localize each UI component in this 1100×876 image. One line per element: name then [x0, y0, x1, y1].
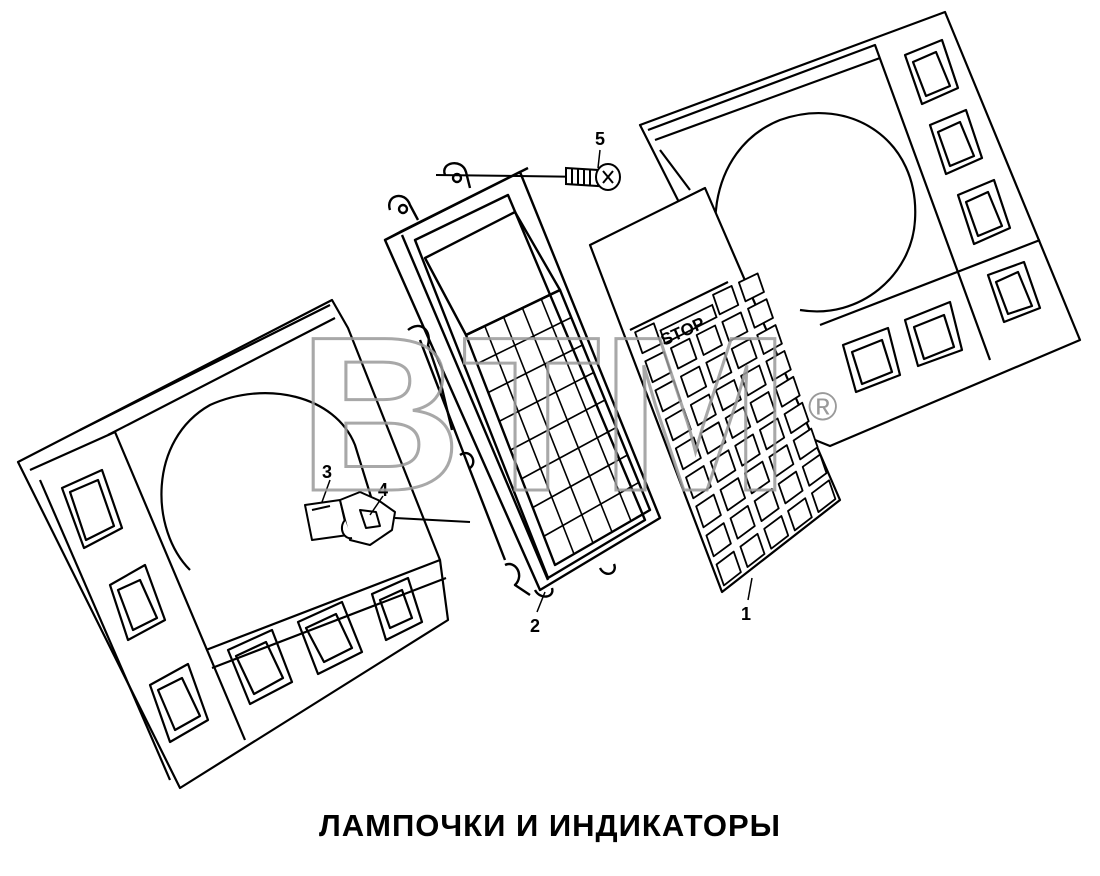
- callout-4: 4: [378, 480, 388, 500]
- lens-key: [712, 285, 740, 316]
- lens-key: [777, 470, 804, 505]
- lens-key: [744, 460, 771, 495]
- lens-key: [753, 487, 780, 522]
- lens-key: [783, 401, 810, 434]
- lens-key: [765, 350, 792, 382]
- lens-key: [654, 379, 682, 413]
- lens-key: [739, 532, 766, 568]
- lens-key: [719, 477, 746, 512]
- lens-key: [811, 479, 837, 513]
- lens-key: [680, 365, 708, 398]
- lens-key: [759, 417, 786, 451]
- lens-key: [774, 375, 801, 408]
- stop-label-frame: [659, 303, 718, 345]
- bulb-socket-assembly: [304, 491, 471, 546]
- lens-key: [749, 391, 776, 424]
- lens-key: [689, 393, 717, 427]
- left-panel-housing: [16, 298, 450, 790]
- grid-line: [521, 426, 617, 480]
- lens-key: [756, 324, 783, 355]
- lens-key: [699, 421, 727, 455]
- callout-2: 2: [530, 616, 540, 636]
- screw: [435, 163, 621, 191]
- lens-key: [634, 322, 662, 355]
- grid-line: [532, 454, 628, 509]
- grid-line: [543, 481, 640, 537]
- grid-line: [476, 316, 572, 365]
- lens-key: [695, 493, 722, 529]
- lens-key: [747, 298, 774, 329]
- watermark-logo: BTM: [298, 291, 790, 537]
- callout-leaders: [321, 149, 753, 613]
- lens-key: [705, 351, 733, 384]
- lens-key: [705, 522, 732, 558]
- lens-key: [763, 515, 790, 550]
- lens-key: [721, 311, 749, 343]
- lens-key: [709, 449, 737, 483]
- lens-key: [792, 427, 819, 461]
- lens-key: [730, 338, 758, 370]
- grid-line: [510, 399, 606, 451]
- lens-key: [724, 406, 752, 439]
- indicator-lens-keys: [634, 272, 837, 587]
- lens-key: [664, 408, 692, 442]
- lens-key: [644, 351, 672, 384]
- diagram-caption: ЛАМПОЧКИ И ИНДИКАТОРЫ: [319, 808, 781, 843]
- lens-key: [768, 444, 795, 478]
- lens-key: [734, 433, 761, 467]
- indicator-board-frame: [383, 162, 662, 598]
- lens-key: [801, 453, 828, 487]
- watermark-registered-mark: ®: [808, 385, 837, 429]
- indicator-board-grid: [476, 298, 640, 555]
- grid-line: [487, 344, 583, 394]
- lens-key: [674, 436, 702, 471]
- lens-key: [738, 272, 765, 303]
- lens-key: [715, 550, 742, 587]
- lens-key: [685, 465, 712, 500]
- lens-key: [715, 379, 742, 412]
- lens-key: [729, 505, 756, 540]
- lens-key: [740, 364, 767, 397]
- callout-3: 3: [322, 462, 332, 482]
- lens-key: [787, 497, 813, 532]
- grid-line: [499, 371, 595, 422]
- callout-5: 5: [595, 129, 605, 149]
- lens-key: [670, 337, 698, 370]
- indicator-lens-overlay: [588, 186, 842, 594]
- lens-key: [695, 324, 723, 356]
- callout-1: 1: [741, 604, 751, 624]
